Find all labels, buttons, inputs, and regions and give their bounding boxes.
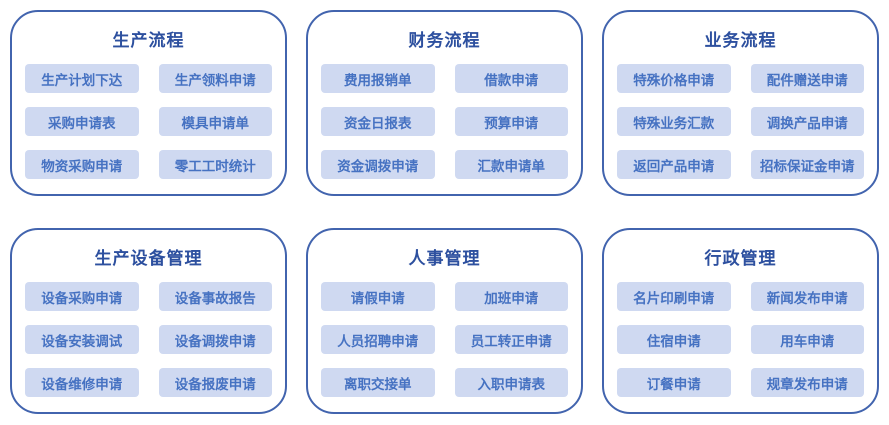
- flow-item-recruitment-request[interactable]: 人员招聘申请: [321, 325, 435, 354]
- panel-admin-management: 行政管理 名片印刷申请 新闻发布申请 住宿申请 用车申请 订餐申请 规章发布申请: [602, 228, 879, 414]
- flow-item-production-material-request[interactable]: 生产领料申请: [158, 64, 272, 93]
- panel-title-finance-flow: 财务流程: [408, 31, 481, 50]
- flow-item-news-release-request[interactable]: 新闻发布申请: [750, 282, 864, 311]
- flow-item-vehicle-request[interactable]: 用车申请: [750, 325, 864, 354]
- flow-item-special-business-remittance[interactable]: 特殊业务汇款: [617, 107, 731, 136]
- flow-item-material-purchase-request[interactable]: 物资采购申请: [25, 150, 139, 179]
- chip-grid-finance-flow: 费用报销单 借款申请 资金日报表 预算申请 资金调拨申请 汇款申请单: [321, 64, 568, 179]
- flow-item-mold-request-form[interactable]: 模具申请单: [158, 107, 272, 136]
- flow-item-employee-confirmation-request[interactable]: 员工转正申请: [454, 325, 568, 354]
- flow-item-product-return-request[interactable]: 返回产品申请: [617, 150, 731, 179]
- panel-finance-flow: 财务流程 费用报销单 借款申请 资金日报表 预算申请 资金调拨申请 汇款申请单: [306, 10, 583, 196]
- flow-item-resignation-handover-form[interactable]: 离职交接单: [321, 368, 435, 397]
- flow-item-product-exchange-request[interactable]: 调换产品申请: [750, 107, 864, 136]
- flow-item-equipment-purchase-request[interactable]: 设备采购申请: [25, 282, 139, 311]
- flow-item-expense-reimbursement[interactable]: 费用报销单: [321, 64, 435, 93]
- flow-item-equipment-accident-report[interactable]: 设备事故报告: [158, 282, 272, 311]
- flow-item-purchase-request-form[interactable]: 采购申请表: [25, 107, 139, 136]
- flow-item-production-plan-release[interactable]: 生产计划下达: [25, 64, 139, 93]
- flow-item-budget-request[interactable]: 预算申请: [454, 107, 568, 136]
- chip-grid-business-flow: 特殊价格申请 配件赠送申请 特殊业务汇款 调换产品申请 返回产品申请 招标保证金…: [617, 64, 864, 179]
- flow-item-equipment-repair-request[interactable]: 设备维修申请: [25, 368, 139, 397]
- flow-item-business-card-print-request[interactable]: 名片印刷申请: [617, 282, 731, 311]
- flow-item-equipment-scrap-request[interactable]: 设备报废申请: [158, 368, 272, 397]
- panel-title-production-flow: 生产流程: [112, 31, 185, 50]
- panel-business-flow: 业务流程 特殊价格申请 配件赠送申请 特殊业务汇款 调换产品申请 返回产品申请 …: [602, 10, 879, 196]
- chip-grid-admin-management: 名片印刷申请 新闻发布申请 住宿申请 用车申请 订餐申请 规章发布申请: [617, 282, 864, 397]
- panel-title-hr-management: 人事管理: [408, 249, 481, 268]
- panel-title-business-flow: 业务流程: [704, 31, 777, 50]
- flow-item-meal-order-request[interactable]: 订餐申请: [617, 368, 731, 397]
- flow-item-overtime-request[interactable]: 加班申请: [454, 282, 568, 311]
- flow-item-loan-request[interactable]: 借款申请: [454, 64, 568, 93]
- panel-hr-management: 人事管理 请假申请 加班申请 人员招聘申请 员工转正申请 离职交接单 入职申请表: [306, 228, 583, 414]
- chip-grid-hr-management: 请假申请 加班申请 人员招聘申请 员工转正申请 离职交接单 入职申请表: [321, 282, 568, 397]
- chip-grid-equipment-management: 设备采购申请 设备事故报告 设备安装调试 设备调拨申请 设备维修申请 设备报废申…: [25, 282, 272, 397]
- flow-item-leave-request[interactable]: 请假申请: [321, 282, 435, 311]
- panel-production-flow: 生产流程 生产计划下达 生产领料申请 采购申请表 模具申请单 物资采购申请 零工…: [10, 10, 287, 196]
- flow-item-funds-daily-report[interactable]: 资金日报表: [321, 107, 435, 136]
- flow-item-temp-work-hours-stats[interactable]: 零工工时统计: [158, 150, 272, 179]
- flow-item-regulation-release-request[interactable]: 规章发布申请: [750, 368, 864, 397]
- panel-title-admin-management: 行政管理: [704, 249, 777, 268]
- flow-item-equipment-install-debug[interactable]: 设备安装调试: [25, 325, 139, 354]
- flow-item-accommodation-request[interactable]: 住宿申请: [617, 325, 731, 354]
- flow-item-special-price-request[interactable]: 特殊价格申请: [617, 64, 731, 93]
- flow-item-funds-transfer-request[interactable]: 资金调拨申请: [321, 150, 435, 179]
- flow-item-equipment-transfer-request[interactable]: 设备调拨申请: [158, 325, 272, 354]
- flow-item-onboarding-application-form[interactable]: 入职申请表: [454, 368, 568, 397]
- panel-equipment-management: 生产设备管理 设备采购申请 设备事故报告 设备安装调试 设备调拨申请 设备维修申…: [10, 228, 287, 414]
- flow-item-bid-deposit-request[interactable]: 招标保证金申请: [750, 150, 864, 179]
- chip-grid-production-flow: 生产计划下达 生产领料申请 采购申请表 模具申请单 物资采购申请 零工工时统计: [25, 64, 272, 179]
- flow-item-accessory-gift-request[interactable]: 配件赠送申请: [750, 64, 864, 93]
- panel-title-equipment-management: 生产设备管理: [94, 249, 203, 268]
- flow-item-remittance-request-form[interactable]: 汇款申请单: [454, 150, 568, 179]
